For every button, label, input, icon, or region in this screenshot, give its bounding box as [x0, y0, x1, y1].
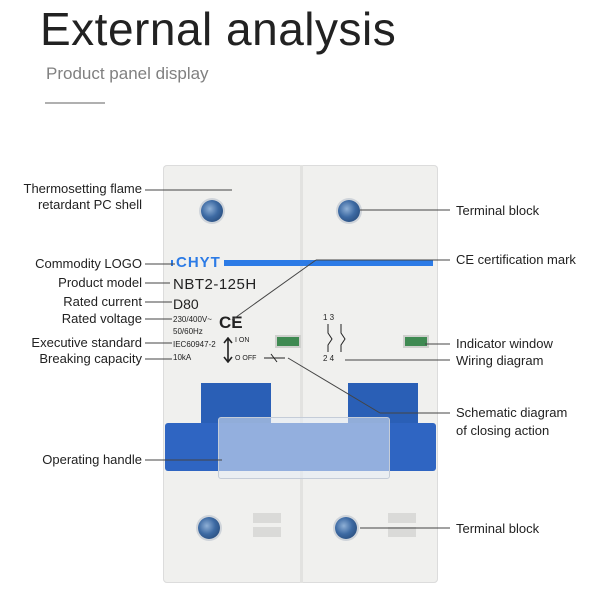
ce-mark: CE [219, 313, 243, 332]
label-rated-voltage: Rated voltage [61, 311, 142, 326]
label-breaking-capacity: Breaking capacity [39, 351, 142, 366]
label-operating-handle: Operating handle [42, 452, 142, 467]
device-frequency: 50/60Hz [173, 327, 203, 336]
label-rated-current: Rated current [63, 294, 142, 309]
label-product-model: Product model [58, 275, 142, 290]
terminal-screw-top-left [201, 200, 223, 222]
terminal-slot-left-b [253, 527, 281, 537]
label-wiring-diagram: Wiring diagram [456, 353, 544, 368]
label-shell-line1: Thermosetting flame [23, 181, 143, 196]
closing-action-icon [264, 353, 285, 363]
page-subtitle: Product panel display [46, 64, 209, 83]
indicator-window-right [403, 335, 429, 348]
label-commodity-logo: Commodity LOGO [35, 256, 142, 271]
off-label: O OFF [235, 355, 257, 362]
terminal-slot-right-a [388, 513, 416, 523]
wiring-bottom-numbers: 2 4 [323, 354, 335, 363]
label-shell-line2: retardant PC shell [37, 197, 142, 212]
label-schematic-line2: of closing action [456, 423, 550, 438]
pole-divider [300, 165, 303, 583]
terminal-slot-right-b [388, 527, 416, 537]
device-model: NBT2-125H [173, 276, 257, 293]
label-terminal-block-bottom: Terminal block [456, 521, 540, 536]
wiring-top-numbers: 1 3 [323, 313, 335, 322]
terminal-screw-bottom-right [335, 517, 357, 539]
on-label: I ON [235, 337, 250, 344]
label-ce-mark: CE certification mark [456, 252, 576, 267]
page-title: External analysis [40, 3, 397, 55]
terminal-screw-bottom-left [198, 517, 220, 539]
label-schematic-line1: Schematic diagram [456, 405, 568, 420]
brand-stripe [171, 260, 433, 266]
on-off-arrow-icon [223, 337, 233, 363]
subtitle-underline [45, 102, 105, 104]
brand-logo: CHYT [173, 254, 224, 271]
wiring-diagram-icon [327, 324, 346, 352]
label-terminal-block-top: Terminal block [456, 203, 540, 218]
label-indicator-window: Indicator window [456, 336, 553, 351]
circuit-breaker: CHYT NBT2-125H D80 230/400V~ 50/60Hz IEC… [163, 165, 438, 583]
device-voltage: 230/400V~ [173, 315, 212, 324]
label-executive-standard: Executive standard [31, 335, 142, 350]
terminal-screw-top-right [338, 200, 360, 222]
device-standard: IEC60947-2 [173, 340, 216, 349]
indicator-window-left [275, 335, 301, 348]
device-breaking: 10kA [173, 353, 192, 362]
terminal-slot-left-a [253, 513, 281, 523]
handle-clear-cover [218, 417, 390, 479]
device-current: D80 [173, 296, 199, 312]
